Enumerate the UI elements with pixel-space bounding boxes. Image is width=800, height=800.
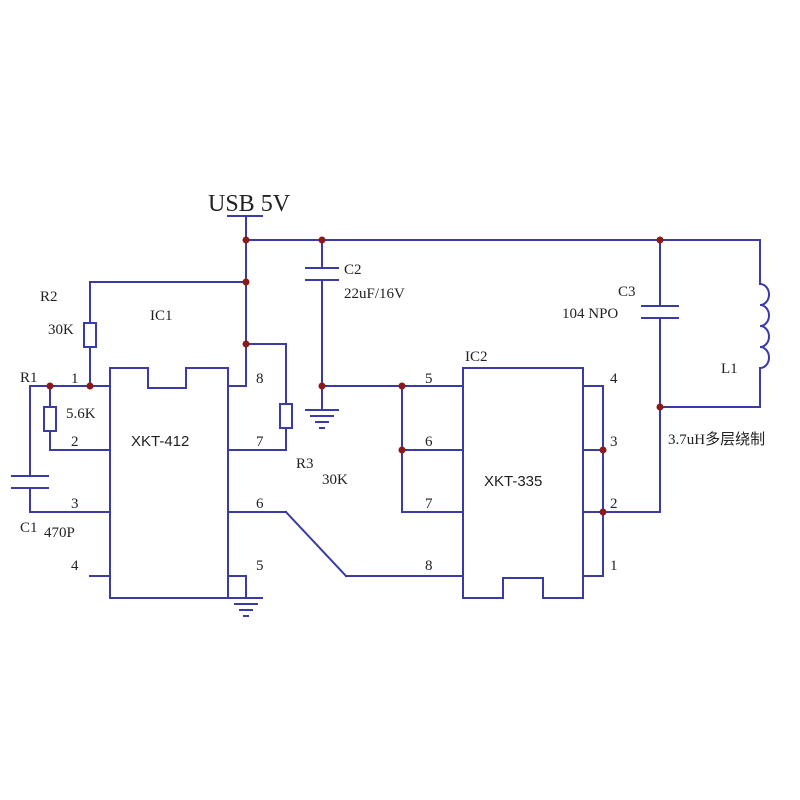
ic1-part-label: XKT-412 (131, 433, 189, 450)
ic2-pin-5: 5 (425, 371, 433, 387)
junction-dot (599, 446, 607, 454)
resistor-r3-body (279, 403, 293, 429)
ic2-ref: IC2 (465, 349, 488, 365)
junction-dot (656, 403, 664, 411)
junction-dot (398, 446, 406, 454)
ground-symbol (229, 597, 263, 617)
ground-symbol (305, 409, 339, 429)
junction-dot (46, 382, 54, 390)
ic2-pin-8: 8 (425, 558, 433, 574)
junction-dot (398, 382, 406, 390)
r3-ref: R3 (296, 456, 314, 472)
c2-value: 22uF/16V (344, 286, 405, 302)
c2-ref: C2 (344, 262, 362, 278)
r3-value: 30K (322, 472, 348, 488)
ic1-body (109, 367, 229, 599)
supply-label: USB 5V (208, 191, 291, 217)
inductor-l1-symbol (758, 282, 770, 370)
resistor-r1-body (43, 406, 57, 432)
ic2-pin-7: 7 (425, 496, 433, 512)
ic1-ref: IC1 (150, 308, 173, 324)
capacitor-c2-symbol (305, 267, 339, 281)
ic1-pin-4: 4 (71, 558, 79, 574)
c1-ref: C1 (20, 520, 38, 536)
ic1-pin-7: 7 (256, 434, 264, 450)
ic2-pin-3: 3 (610, 434, 618, 450)
junction-dot (318, 236, 326, 244)
l1-value: 3.7uH多层绕制 (668, 431, 765, 448)
r2-value: 30K (48, 322, 74, 338)
ic1-pin-3: 3 (71, 496, 79, 512)
ic2-body (462, 367, 584, 599)
junction-dot (599, 508, 607, 516)
resistor-r2-body (83, 322, 97, 348)
ic1-pin-8: 8 (256, 371, 264, 387)
ic2-pin-4: 4 (610, 371, 618, 387)
c3-ref: C3 (618, 284, 636, 300)
c3-value: 104 NPO (562, 306, 618, 322)
junction-dot (242, 340, 250, 348)
ic1-pin-6: 6 (256, 496, 264, 512)
junction-dot (242, 278, 250, 286)
r2-ref: R2 (40, 289, 58, 305)
ic2-pin-1: 1 (610, 558, 618, 574)
ic2-pin-6: 6 (425, 434, 433, 450)
junction-dots (46, 236, 664, 516)
capacitor-c3-symbol (641, 305, 679, 319)
junction-dot (86, 382, 94, 390)
junction-dot (656, 236, 664, 244)
ic1-pin-1: 1 (71, 371, 79, 387)
r1-ref: R1 (20, 370, 38, 386)
ic2-pin-2: 2 (610, 496, 618, 512)
ic2-part-label: XKT-335 (484, 473, 542, 490)
ic1-pin-2: 2 (71, 434, 79, 450)
ic1-pin-5: 5 (256, 558, 264, 574)
junction-dot (242, 236, 250, 244)
capacitor-c1-symbol (11, 475, 49, 489)
r1-value: 5.6K (66, 406, 96, 422)
c1-value: 470P (44, 525, 75, 541)
l1-ref: L1 (721, 361, 738, 377)
junction-dot (318, 382, 326, 390)
